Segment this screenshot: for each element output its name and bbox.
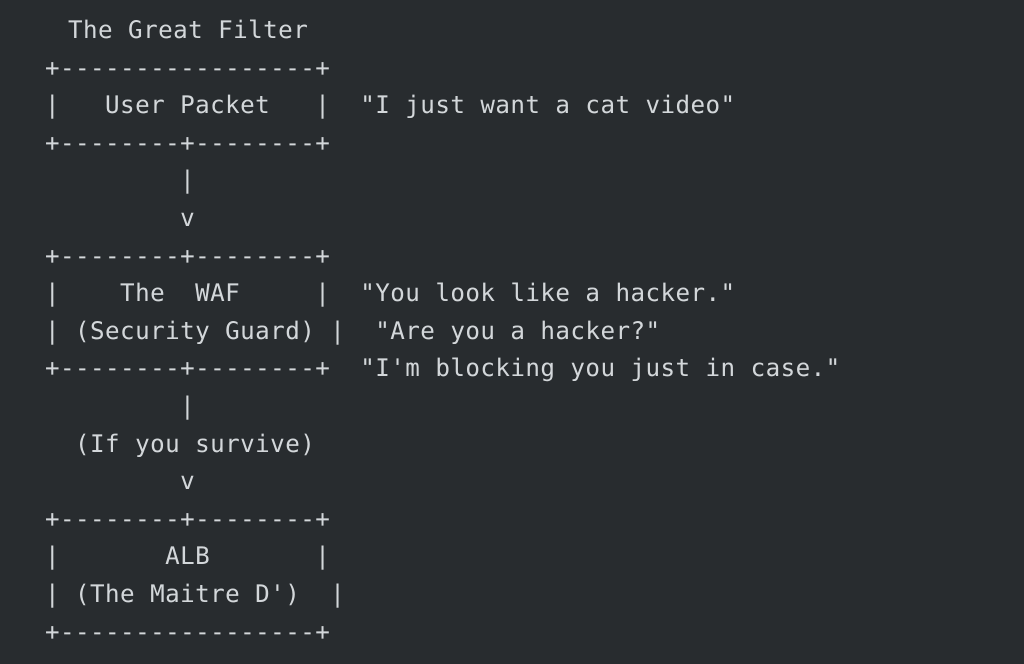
connector-label-if-you-survive: (If you survive) (45, 429, 316, 458)
alb-sublabel-row: | (The Maitre D') | (45, 579, 346, 608)
connector-arrow-user-to-waf: v (45, 203, 196, 232)
user-packet-row: | User Packet | "I just want a cat video… (45, 91, 736, 120)
connector-line-user-to-waf: | (45, 166, 196, 195)
ascii-art-block: The Great Filter +-----------------+ | Use… (45, 12, 841, 651)
alb-label-row: | ALB | (45, 542, 331, 571)
alb-box-top-border: +--------+--------+ (45, 504, 331, 533)
alb-box-bottom-border: +-----------------+ (45, 617, 331, 646)
connector-arrow-waf-to-alb: v (45, 467, 196, 496)
waf-sublabel-row: | (Security Guard) | "Are you a hacker?" (45, 316, 661, 345)
waf-box-top-border: +--------+--------+ (45, 241, 331, 270)
waf-box-bottom-border: +--------+--------+ "I'm blocking you ju… (45, 354, 841, 383)
diagram-title: The Great Filter (53, 16, 309, 44)
waf-label-row: | The WAF | "You look like a hacker." (45, 279, 736, 308)
user-packet-box-top-border: +-----------------+ (45, 53, 331, 82)
user-packet-box-bottom-border: +--------+--------+ (45, 128, 331, 157)
connector-line-waf-to-alb: | (45, 391, 196, 420)
